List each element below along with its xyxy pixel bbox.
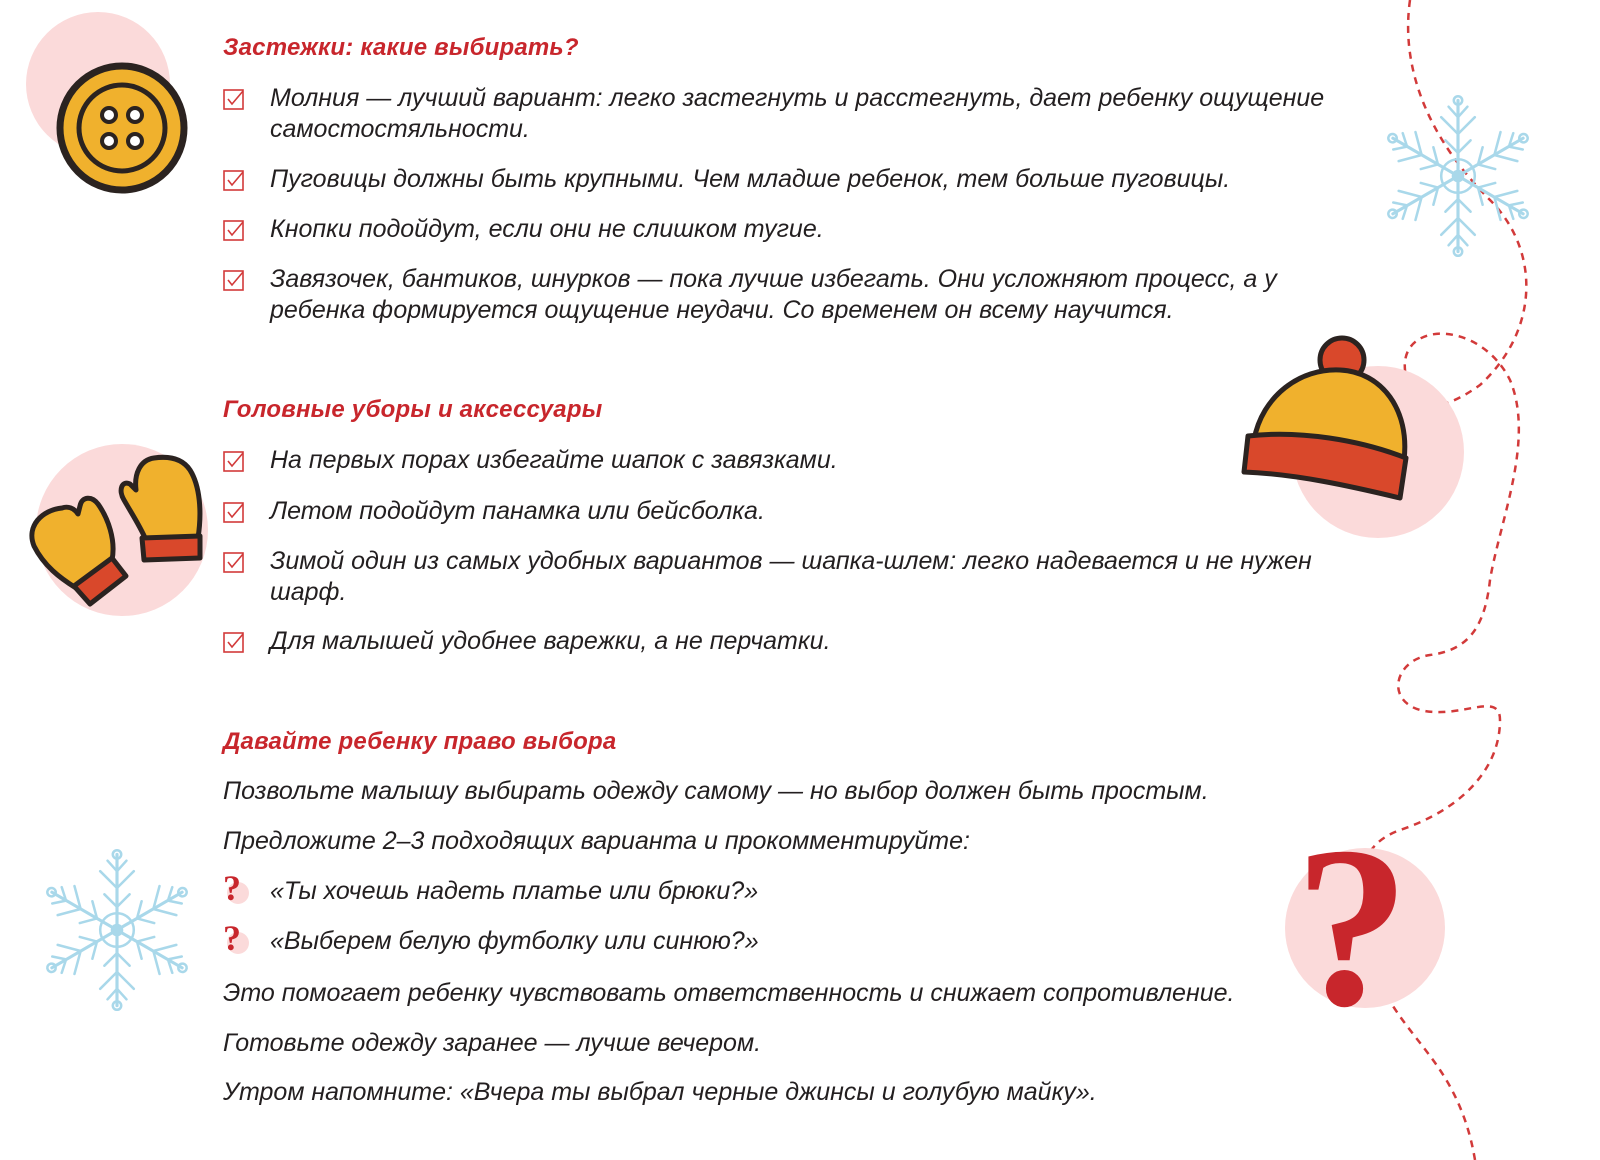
list-item-text: Пуговицы должны быть крупными. Чем младш…	[270, 165, 1231, 193]
checkbox-icon	[223, 632, 244, 653]
list-item-text: Зимой один из самых удобных вариантов — …	[270, 547, 1312, 606]
question-item: ? «Ты хочешь надеть платье или брюки?»	[223, 869, 1373, 907]
question-item: ? «Выберем белую футболку или синюю?»	[223, 919, 1373, 957]
paragraph-outro: Это помогает ребенку чувствовать ответст…	[223, 979, 1235, 1007]
question-text: «Ты хочешь надеть платье или брюки?»	[270, 877, 759, 905]
list-item: Пуговицы должны быть крупными. Чем младш…	[223, 164, 1373, 195]
list-item-text: Летом подойдут панамка или бейсболка.	[270, 497, 765, 525]
list-item: Кнопки подойдут, если они не слишком туг…	[223, 214, 1373, 245]
mittens-icon	[29, 444, 208, 616]
list-item: Молния — лучший вариант: легко застегнут…	[223, 83, 1373, 145]
paragraph-suggest: Предложите 2–3 подходящих варианта и про…	[223, 827, 970, 855]
dashed-thread	[1360, 0, 1528, 1160]
checkbox-icon	[223, 270, 244, 291]
question-mark-icon: ?	[1285, 799, 1445, 1054]
list-item-text: Для малышей удобнее варежки, а не перчат…	[270, 627, 831, 655]
button-icon	[26, 12, 188, 194]
checkbox-icon	[223, 170, 244, 191]
list-item-text: Кнопки подойдут, если они не слишком туг…	[270, 215, 824, 243]
section-title-choice: Давайте ребенку право выбора	[223, 728, 617, 755]
question-text: «Выберем белую футболку или синюю?»	[270, 927, 759, 955]
list-item: Зимой один из самых удобных вариантов — …	[223, 546, 1313, 608]
checkbox-icon	[223, 220, 244, 241]
list-item-text: Молния — лучший вариант: легко застегнут…	[270, 84, 1325, 143]
list-item-text: Завязочек, бантиков, шнурков — пока лучш…	[270, 265, 1277, 324]
paragraph-intro: Позвольте малышу выбирать одежду самому …	[223, 777, 1209, 805]
svg-text:?: ?	[1295, 799, 1410, 1054]
checkbox-icon	[223, 552, 244, 573]
winter-hat-icon	[1241, 335, 1464, 538]
list-item: Для малышей удобнее варежки, а не перчат…	[223, 626, 1373, 657]
checkbox-icon	[223, 89, 244, 110]
list-item: На первых порах избегайте шапок с завязк…	[223, 445, 1373, 476]
section-title-headwear: Головные уборы и аксессуары	[223, 396, 603, 423]
list-item: Завязочек, бантиков, шнурков — пока лучш…	[223, 264, 1373, 326]
snowflake-icon	[39, 850, 194, 1010]
checkbox-icon	[223, 451, 244, 472]
paragraph-outro: Готовьте одежду заранее — лучше вечером.	[223, 1029, 762, 1057]
checkbox-icon	[223, 502, 244, 523]
list-item-text: На первых порах избегайте шапок с завязк…	[270, 446, 838, 474]
question-mark-small-icon: ?	[223, 919, 249, 959]
list-item: Летом подойдут панамка или бейсболка.	[223, 496, 1373, 527]
paragraph-outro: Утром напомните: «Вчера ты выбрал черные…	[223, 1078, 1097, 1106]
question-mark-small-icon: ?	[223, 869, 249, 909]
section-title-fasteners: Застежки: какие выбирать?	[223, 34, 579, 61]
